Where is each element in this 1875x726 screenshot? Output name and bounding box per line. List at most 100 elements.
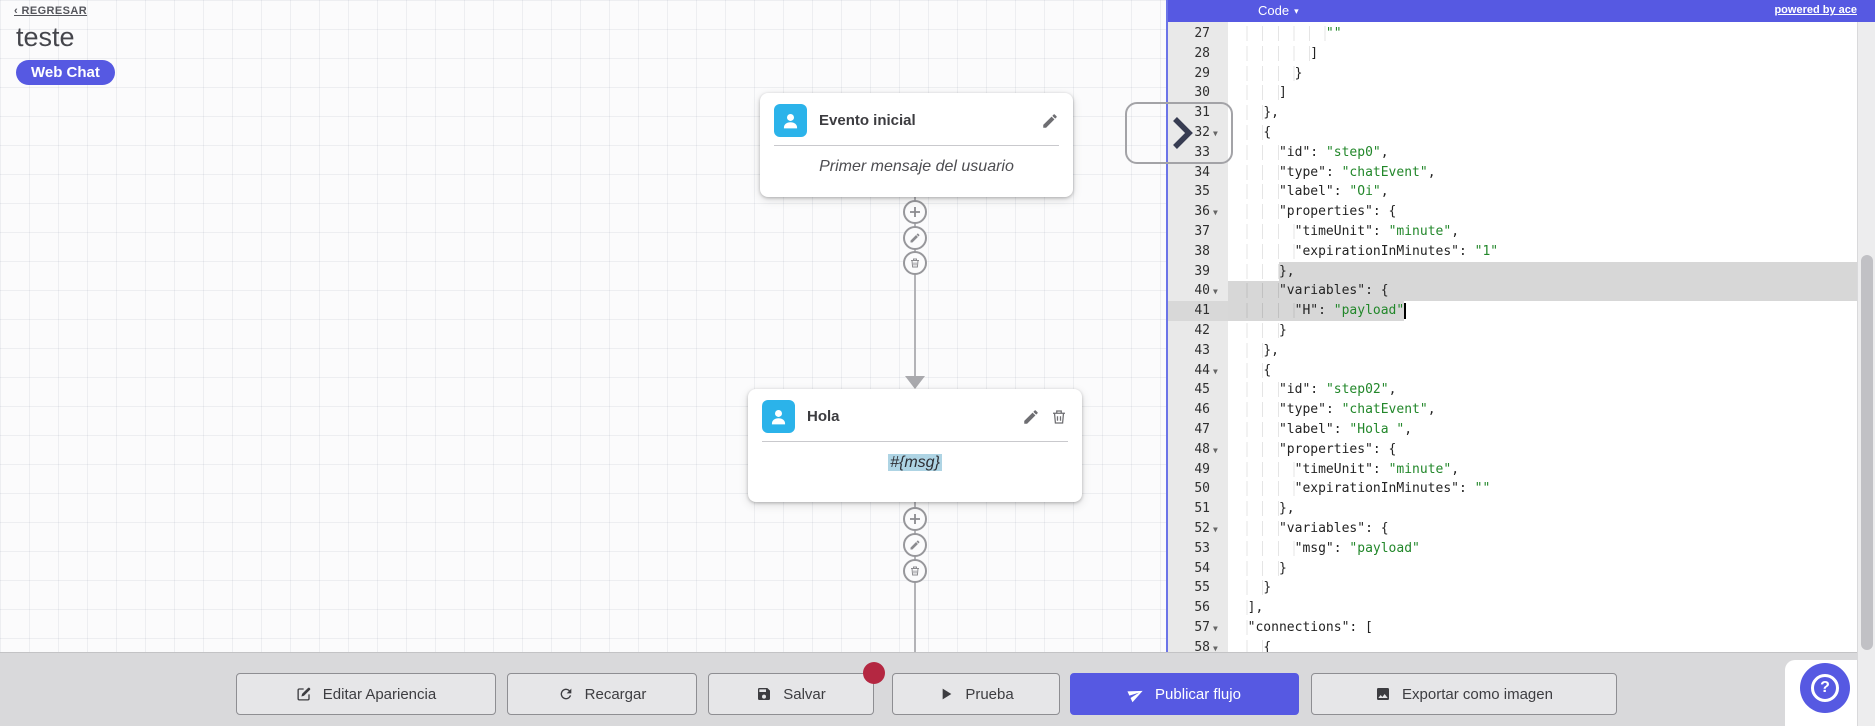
code-line[interactable]: 53 "msg": "payload"	[1168, 539, 1857, 559]
line-number[interactable]: 56	[1168, 598, 1228, 618]
node-hola[interactable]: Hola #{msg}	[748, 389, 1082, 502]
delete-node-icon[interactable]	[1050, 408, 1068, 426]
save-button[interactable]: Salvar	[708, 673, 874, 715]
edit-connection-button[interactable]	[903, 226, 927, 250]
line-number[interactable]: 57▼	[1168, 618, 1228, 638]
line-number[interactable]: 50	[1168, 479, 1228, 499]
code-mode-dropdown[interactable]: Code▾	[1258, 3, 1299, 18]
line-number[interactable]: 39	[1168, 262, 1228, 282]
line-number[interactable]: 51	[1168, 499, 1228, 519]
add-step-button[interactable]	[903, 507, 927, 531]
line-number[interactable]: 30	[1168, 83, 1228, 103]
code-line[interactable]: 37 "timeUnit": "minute",	[1168, 222, 1857, 242]
line-number[interactable]: 46	[1168, 400, 1228, 420]
line-number[interactable]: 40▼	[1168, 281, 1228, 301]
fold-arrow-icon[interactable]: ▼	[1213, 128, 1218, 138]
code-line[interactable]: 55 }	[1168, 578, 1857, 598]
line-number[interactable]: 47	[1168, 420, 1228, 440]
line-number[interactable]: 27	[1168, 24, 1228, 44]
edit-appearance-button[interactable]: Editar Apariencia	[236, 673, 496, 715]
code-line[interactable]: 35 "label": "Oi",	[1168, 182, 1857, 202]
code-text-area[interactable]: 27 ""28 ]29 }30 ]31 },32▼ {33 "id": "ste…	[1168, 22, 1857, 726]
code-line[interactable]: 41 "H": "payload"	[1168, 301, 1857, 321]
edit-node-icon[interactable]	[1022, 408, 1040, 426]
code-line[interactable]: 46 "type": "chatEvent",	[1168, 400, 1857, 420]
help-button[interactable]: ?	[1800, 663, 1850, 713]
code-line[interactable]: 31 },	[1168, 103, 1857, 123]
line-number[interactable]: 49	[1168, 460, 1228, 480]
publish-flow-button[interactable]: Publicar flujo	[1070, 673, 1299, 715]
line-number[interactable]: 28	[1168, 44, 1228, 64]
line-number[interactable]: 45	[1168, 380, 1228, 400]
fold-arrow-icon[interactable]: ▼	[1213, 445, 1218, 455]
line-number[interactable]: 35	[1168, 182, 1228, 202]
code-line[interactable]: 33 "id": "step0",	[1168, 143, 1857, 163]
line-number[interactable]: 36▼	[1168, 202, 1228, 222]
code-line[interactable]: 32▼ {	[1168, 123, 1857, 143]
export-image-button[interactable]: Exportar como imagen	[1311, 673, 1617, 715]
line-number[interactable]: 42	[1168, 321, 1228, 341]
delete-connection-button[interactable]	[903, 559, 927, 583]
line-number[interactable]: 55	[1168, 578, 1228, 598]
code-line[interactable]: 44▼ {	[1168, 361, 1857, 381]
line-number[interactable]: 58▼	[1168, 638, 1228, 658]
reload-button[interactable]: Recargar	[507, 673, 697, 715]
edit-connection-button[interactable]	[903, 533, 927, 557]
code-line[interactable]: 42 }	[1168, 321, 1857, 341]
edit-square-icon	[297, 687, 310, 701]
test-button[interactable]: Prueba	[892, 673, 1060, 715]
code-line[interactable]: 50 "expirationInMinutes": ""	[1168, 479, 1857, 499]
editor-collapse-button[interactable]	[1125, 102, 1233, 164]
code-line[interactable]: 58▼ {	[1168, 638, 1857, 658]
fold-arrow-icon[interactable]: ▼	[1213, 524, 1218, 534]
code-line[interactable]: 43 },	[1168, 341, 1857, 361]
code-line[interactable]: 56 ],	[1168, 598, 1857, 618]
line-number[interactable]: 54	[1168, 559, 1228, 579]
line-number[interactable]: 37	[1168, 222, 1228, 242]
code-line[interactable]: 54 }	[1168, 559, 1857, 579]
node-evento-inicial[interactable]: Evento inicial Primer mensaje del usuari…	[760, 93, 1073, 197]
code-line[interactable]: 28 ]	[1168, 44, 1857, 64]
code-line[interactable]: 47 "label": "Hola ",	[1168, 420, 1857, 440]
line-number[interactable]: 32▼	[1168, 123, 1228, 143]
code-line[interactable]: 52▼ "variables": {	[1168, 519, 1857, 539]
line-number[interactable]: 34	[1168, 163, 1228, 183]
code-line[interactable]: 51 },	[1168, 499, 1857, 519]
flow-canvas[interactable]: ‹ REGRESAR teste Web Chat	[0, 0, 1166, 726]
line-number[interactable]: 48▼	[1168, 440, 1228, 460]
code-line[interactable]: 27 ""	[1168, 24, 1857, 44]
code-line[interactable]: 40▼ "variables": {	[1168, 281, 1857, 302]
delete-connection-button[interactable]	[903, 251, 927, 275]
line-number[interactable]: 44▼	[1168, 361, 1228, 381]
line-number[interactable]: 29	[1168, 64, 1228, 84]
code-line[interactable]: 34 "type": "chatEvent",	[1168, 163, 1857, 183]
line-number[interactable]: 43	[1168, 341, 1228, 361]
code-line[interactable]: 38 "expirationInMinutes": "1"	[1168, 242, 1857, 262]
fold-arrow-icon[interactable]: ▼	[1213, 287, 1218, 297]
code-line[interactable]: 30 ]	[1168, 83, 1857, 103]
code-line[interactable]: 39 },	[1168, 261, 1857, 282]
line-number[interactable]: 41	[1168, 301, 1228, 321]
fold-arrow-icon[interactable]: ▼	[1213, 366, 1218, 376]
edit-node-icon[interactable]	[1041, 112, 1059, 130]
editor-scrollbar[interactable]	[1857, 22, 1875, 726]
line-number[interactable]: 52▼	[1168, 519, 1228, 539]
fold-arrow-icon[interactable]: ▼	[1213, 643, 1218, 653]
fold-arrow-icon[interactable]: ▼	[1213, 208, 1218, 218]
add-step-button[interactable]	[903, 200, 927, 224]
chevron-right-icon[interactable]	[1172, 116, 1194, 150]
code-line[interactable]: 48▼ "properties": {	[1168, 440, 1857, 460]
back-link[interactable]: ‹ REGRESAR	[14, 5, 88, 17]
line-number[interactable]: 33	[1168, 143, 1228, 163]
line-number[interactable]: 31	[1168, 103, 1228, 123]
code-line[interactable]: 49 "timeUnit": "minute",	[1168, 460, 1857, 480]
code-line[interactable]: 45 "id": "step02",	[1168, 380, 1857, 400]
scrollbar-thumb[interactable]	[1861, 255, 1873, 650]
code-line[interactable]: 29 }	[1168, 64, 1857, 84]
line-number[interactable]: 53	[1168, 539, 1228, 559]
line-number[interactable]: 38	[1168, 242, 1228, 262]
code-line[interactable]: 57▼ "connections": [	[1168, 618, 1857, 638]
fold-arrow-icon[interactable]: ▼	[1213, 623, 1218, 633]
powered-by-ace-link[interactable]: powered by ace	[1774, 4, 1857, 16]
code-line[interactable]: 36▼ "properties": {	[1168, 202, 1857, 222]
